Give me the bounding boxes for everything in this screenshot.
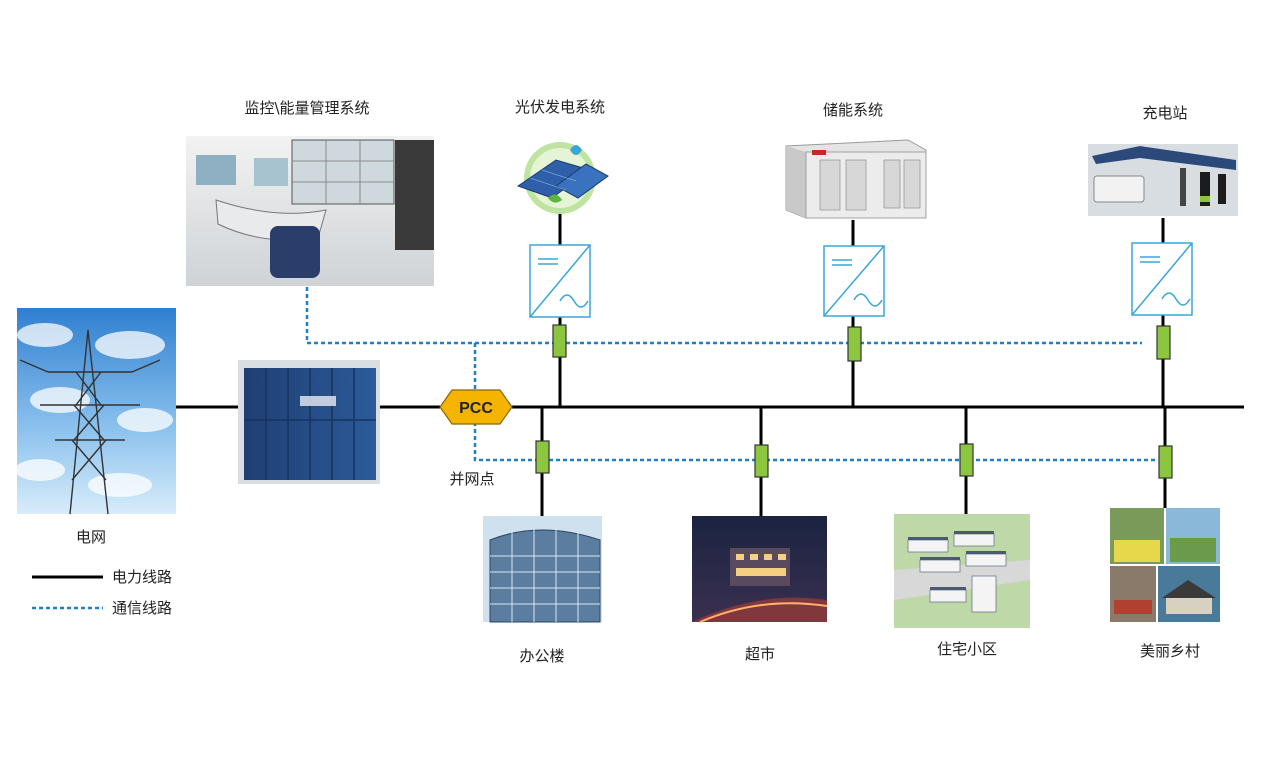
pv-converter[interactable]	[529, 244, 591, 318]
grid-label: 电网	[76, 528, 106, 546]
pv-breaker[interactable]	[552, 324, 567, 358]
office-image[interactable]	[483, 516, 602, 623]
comm-line-pcc-down	[473, 422, 1156, 462]
charging-image[interactable]	[1088, 144, 1238, 216]
comm-line-monitor	[305, 287, 1142, 345]
grid-image[interactable]	[15, 308, 176, 515]
pcc-hexagon[interactable]	[439, 389, 513, 425]
power-tower-icon	[19, 329, 161, 515]
village-image[interactable]	[1110, 508, 1220, 622]
legend-comm-label: 通信线路	[112, 599, 172, 617]
pcc-caption: 并网点	[449, 470, 494, 488]
monitor-image[interactable]	[186, 136, 434, 286]
switchgear-image[interactable]	[238, 360, 380, 484]
comm-lines	[305, 287, 1156, 462]
residential-image[interactable]	[894, 514, 1030, 628]
storage-breaker[interactable]	[847, 326, 862, 362]
village-breaker[interactable]	[1158, 445, 1173, 479]
office-breaker[interactable]	[535, 440, 550, 474]
charging-converter[interactable]	[1131, 242, 1193, 316]
storage-image[interactable]	[785, 139, 927, 219]
office-label: 办公楼	[519, 647, 564, 665]
pv-label: 光伏发电系统	[515, 98, 605, 116]
storage-converter[interactable]	[823, 245, 885, 317]
converters	[529, 242, 1193, 318]
village-label: 美丽乡村	[1140, 642, 1200, 660]
residential-breaker[interactable]	[959, 443, 974, 477]
pcc-node[interactable]: PCC	[439, 389, 513, 425]
charging-label: 充电站	[1142, 104, 1187, 122]
charging-breaker[interactable]	[1156, 325, 1171, 360]
storage-label: 储能系统	[823, 101, 883, 119]
supermarket-image[interactable]	[692, 516, 828, 623]
pv-image[interactable]	[516, 142, 609, 214]
residential-label: 住宅小区	[937, 640, 997, 658]
pcc-label: PCC	[459, 400, 493, 417]
supermarket-label: 超市	[745, 645, 775, 663]
legend-power-label: 电力线路	[112, 568, 172, 586]
breakers	[535, 324, 1173, 479]
supermarket-breaker[interactable]	[754, 444, 769, 478]
legend: 电力线路 通信线路	[32, 568, 172, 617]
monitor-label: 监控\能量管理系统	[244, 99, 369, 117]
